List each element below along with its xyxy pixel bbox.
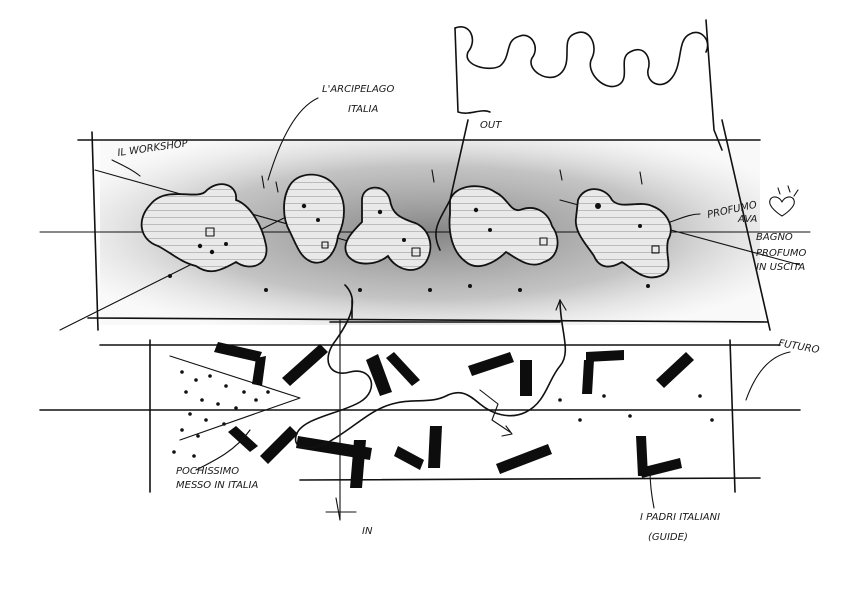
band-left-edge (91, 131, 99, 331)
out-path (435, 19, 723, 251)
arrow-path (479, 389, 511, 433)
band-bottom-line (87, 317, 769, 323)
out-connector (435, 119, 469, 251)
heart-icon (769, 185, 799, 217)
label-out: OUT (480, 120, 502, 131)
lower-right-edge (729, 339, 736, 493)
label-in: IN (362, 526, 373, 537)
winding-path (294, 284, 567, 449)
label-profumo-in: PROFUMO (756, 248, 807, 259)
label-profumo-2: AVA (737, 214, 758, 225)
leader-pochissimo (195, 429, 251, 471)
triangle-dots (172, 370, 714, 458)
label-profumo-in-2: IN USCITA (756, 262, 805, 273)
archipelago-islands (140, 173, 672, 279)
label-archipelago-2: ITALIA (348, 104, 379, 115)
black-bars (214, 342, 694, 488)
label-padri: I PADRI ITALIANI (640, 512, 720, 523)
arrow-head (501, 425, 513, 437)
band-right-edge (721, 119, 771, 331)
out-stem (454, 27, 491, 114)
lower-band (39, 299, 801, 521)
cloud-shape (454, 26, 709, 88)
lower-bottom-line (299, 477, 761, 481)
flow-paths (294, 284, 567, 521)
leader-archipelago (267, 97, 319, 181)
leader-padri (649, 469, 655, 509)
label-bagno: BAGNO (756, 232, 793, 243)
label-pochissimo: POCHISSIMO (176, 466, 239, 477)
label-pochissimo-2: MESSO IN ITALIA (176, 480, 258, 491)
right-vertical (705, 19, 723, 151)
island-marks (168, 169, 660, 292)
leader-futuro (745, 351, 791, 401)
label-archipelago: L'ARCIPELAGO (322, 84, 395, 95)
label-padri-2: (GUIDE) (648, 532, 688, 543)
leader-lines (111, 97, 791, 509)
leader-workshop (111, 159, 141, 177)
triangle-outline (169, 355, 301, 441)
arrow-up-head (555, 299, 567, 311)
leader-profumo (669, 213, 701, 223)
in-marker (325, 497, 357, 521)
